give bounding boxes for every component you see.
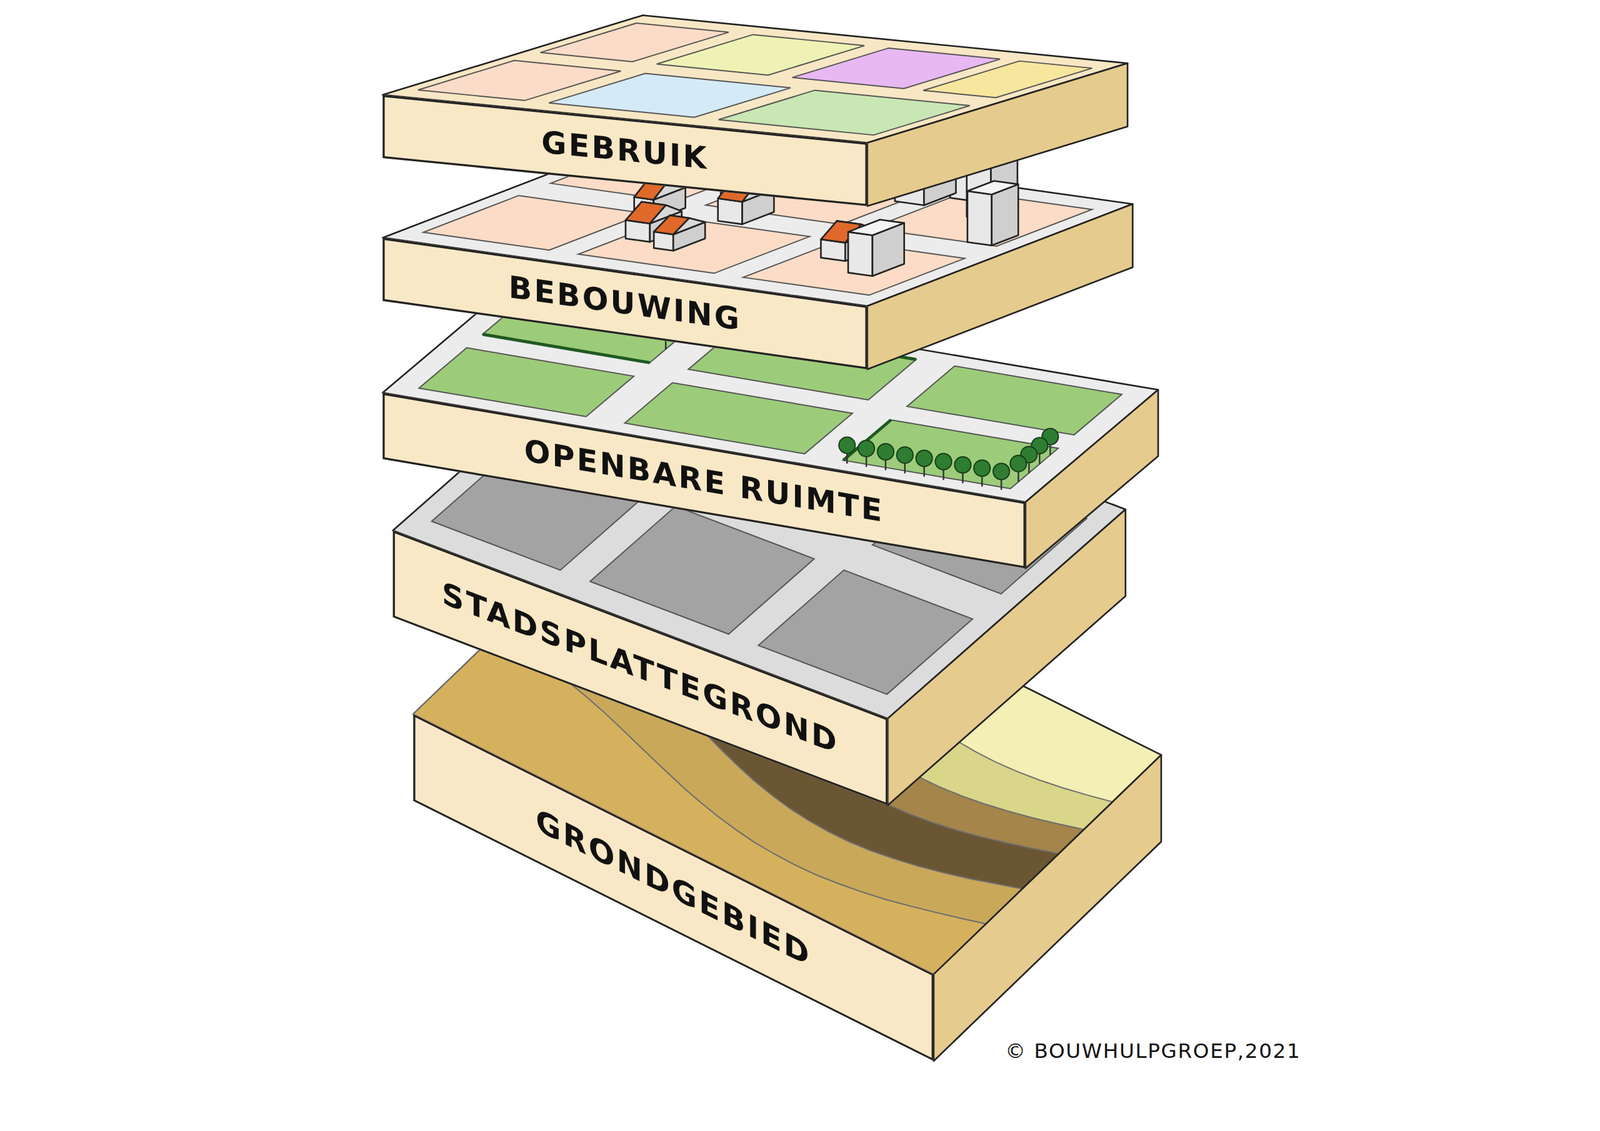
building-wall	[848, 231, 873, 277]
tree	[896, 446, 914, 474]
building-top	[967, 180, 1019, 195]
copyright-note: © BOUWHULPGROEP,2021	[1005, 1038, 1301, 1064]
tree-crown	[954, 456, 971, 474]
green-field	[906, 366, 1122, 435]
tree	[954, 456, 971, 484]
tree	[1010, 455, 1027, 482]
layer-side	[933, 755, 1162, 1062]
layer-label: GEBRUIK	[541, 126, 709, 174]
building	[967, 180, 1019, 245]
tree	[877, 443, 894, 470]
layer-side	[867, 63, 1128, 207]
tree	[916, 450, 933, 477]
gable	[673, 218, 705, 235]
building-wall	[718, 198, 743, 225]
tree	[935, 453, 952, 480]
tree-crown	[935, 453, 952, 470]
tree-crown	[916, 450, 933, 467]
tree	[973, 460, 990, 487]
building-wall	[967, 191, 992, 246]
layer-side	[1025, 390, 1159, 569]
tree-crown	[896, 446, 914, 464]
tree-crown	[1010, 455, 1027, 472]
tree-crown	[993, 463, 1010, 480]
tree-crown	[858, 440, 875, 457]
tree	[858, 440, 875, 467]
tree-crown	[973, 460, 990, 477]
tree-crown	[838, 436, 855, 454]
building-top	[848, 220, 905, 236]
tree	[993, 463, 1010, 490]
building	[848, 220, 905, 277]
tree	[838, 436, 855, 464]
building	[653, 215, 705, 252]
tree-crown	[877, 443, 894, 460]
